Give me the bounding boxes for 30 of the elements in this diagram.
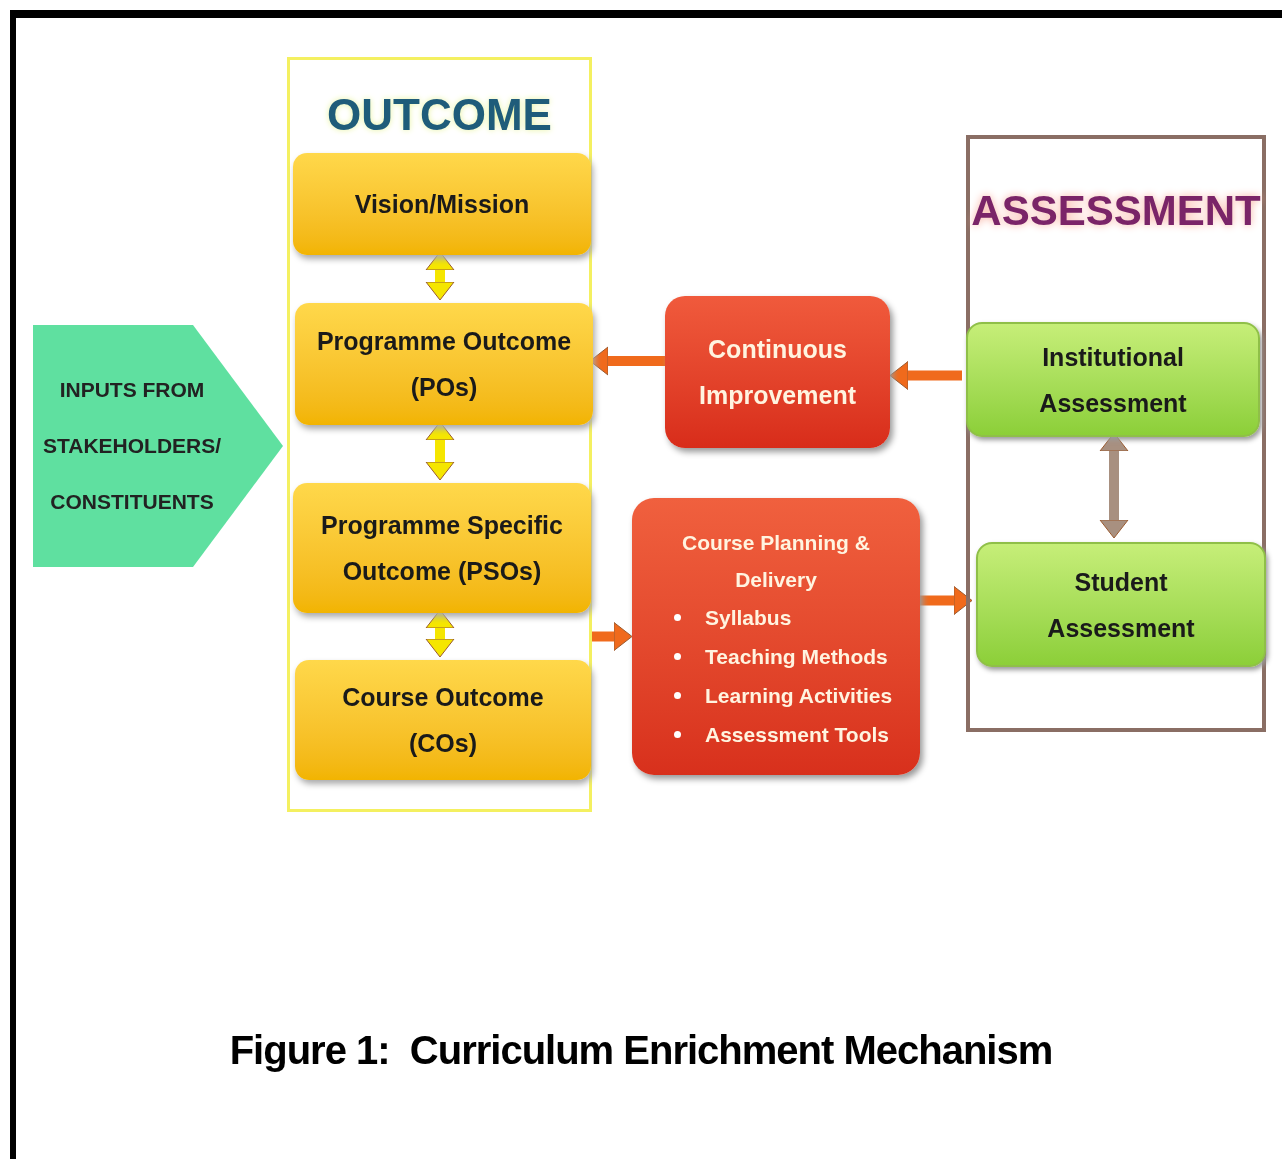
group-frame — [287, 57, 592, 812]
bullet-item: Learning Activities — [705, 683, 893, 709]
process-box — [665, 296, 890, 448]
box-label: Programme Outcome (POs) — [315, 326, 573, 403]
box-heading: Course Planning & Delivery — [681, 530, 871, 593]
block-arrow — [592, 622, 633, 651]
group-heading: OUTCOME — [327, 89, 552, 141]
block-arrow — [889, 361, 962, 390]
process-box — [293, 153, 591, 255]
group-heading: ASSESSMENT — [971, 186, 1261, 236]
input-arrow-shape — [33, 325, 283, 567]
process-box — [632, 498, 920, 775]
process-box — [295, 660, 591, 780]
process-box — [295, 303, 593, 425]
block-arrow — [920, 586, 973, 615]
box-label: Vision/Mission — [354, 189, 530, 220]
figure-caption: Figure 1: Curriculum Enrichment Mechanism — [229, 1027, 1053, 1074]
bullet-item: Syllabus — [705, 605, 792, 631]
group-frame — [966, 135, 1266, 732]
process-box — [293, 483, 591, 613]
box-label: Continuous Improvement — [698, 334, 857, 411]
bullet-item: Teaching Methods — [705, 644, 888, 670]
box-label: Programme Specific Outcome (PSOs) — [320, 510, 564, 587]
node-label: INPUTS FROM STAKEHOLDERS/ CONSTITUENTS — [42, 377, 222, 515]
box-label: Student Assessment — [1046, 566, 1196, 644]
process-box — [976, 542, 1266, 667]
process-box — [966, 322, 1260, 437]
box-label: Course Outcome (COs) — [341, 682, 545, 759]
box-label: Institutional Assessment — [1038, 341, 1188, 419]
bullet-item: Assessment Tools — [705, 722, 889, 748]
